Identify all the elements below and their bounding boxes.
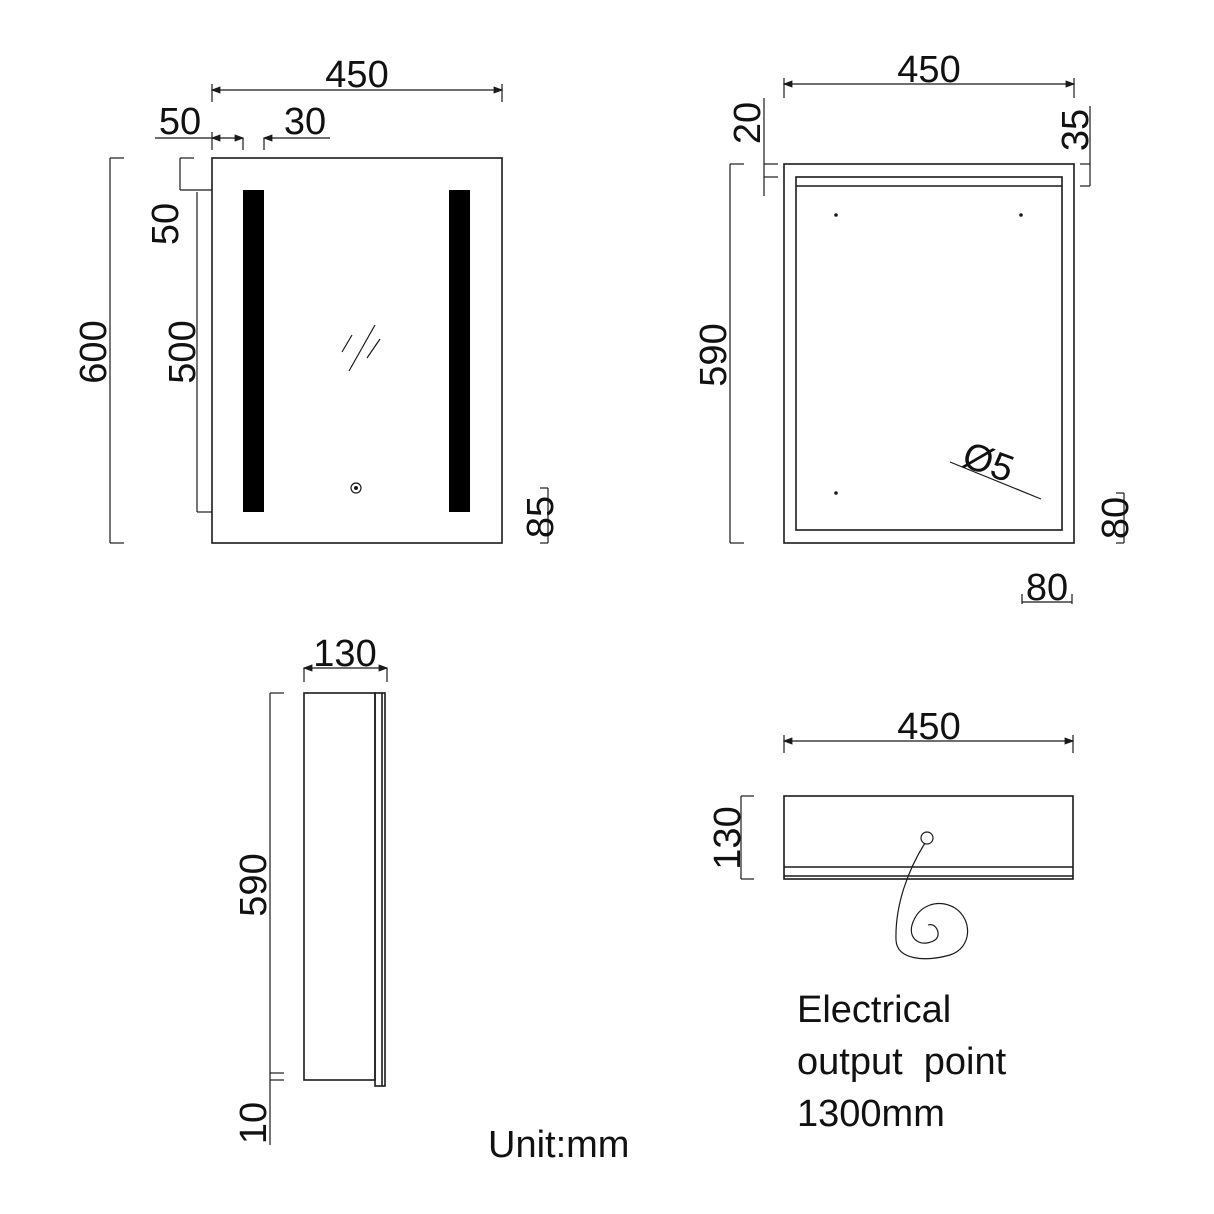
top-width-label: 450 [897, 706, 960, 748]
right-led-strip [449, 190, 470, 512]
mount-hole-icon [834, 491, 838, 495]
touch-switch-icon[interactable] [350, 482, 362, 494]
mount-hole-icon [1019, 213, 1023, 217]
led-top-offset-label: 50 [145, 203, 187, 245]
back-width-label: 450 [897, 49, 960, 91]
side-view: 130 590 10 [233, 633, 389, 1145]
led-width-label: 30 [284, 101, 326, 143]
mount-hole-icon [834, 213, 838, 217]
front-height-label: 600 [73, 320, 115, 383]
top-body-outline [783, 795, 1074, 880]
back-panel-outline [783, 163, 1075, 544]
mirror-glint-icon [341, 324, 381, 372]
side-bottom-offset-label: 10 [233, 1102, 275, 1144]
side-height-label: 590 [233, 853, 275, 916]
hole-diameter-label: Ø5 [957, 434, 1019, 491]
back-height-label: 590 [693, 323, 735, 386]
front-panel-outline [211, 157, 503, 544]
top-right-offset-label: 35 [1055, 109, 1097, 151]
hole-bottom-offset-label: 80 [1095, 497, 1137, 539]
side-body-outline [303, 692, 376, 1081]
hole-right-offset-label: 80 [1026, 567, 1068, 609]
side-depth-label: 130 [313, 633, 376, 675]
cable-exit-icon [920, 831, 934, 845]
top-depth-label: 130 [707, 806, 749, 869]
left-led-strip [243, 190, 264, 512]
electrical-note-line3: 1300mm [797, 1093, 945, 1135]
back-inner-frame [795, 176, 1063, 531]
back-view: 450 20 35 590 Ø5 80 80 [693, 49, 1137, 609]
top-left-offset-label: 20 [727, 102, 769, 144]
front-view: 450 50 30 600 50 500 85 [73, 54, 562, 544]
led-left-offset-label: 50 [159, 101, 201, 143]
front-width-label: 450 [325, 54, 388, 96]
top-view: 450 130 [707, 706, 1075, 960]
side-door-outline [374, 692, 386, 1087]
led-height-label: 500 [162, 320, 204, 383]
switch-bottom-offset-label: 85 [520, 496, 562, 538]
power-cable-icon [895, 842, 969, 960]
electrical-note-line1: Electrical [797, 989, 951, 1031]
electrical-note: Electrical output point 1300mm [797, 989, 1007, 1135]
unit-label: Unit:mm [488, 1124, 629, 1166]
electrical-note-line2: output point [797, 1041, 1007, 1083]
